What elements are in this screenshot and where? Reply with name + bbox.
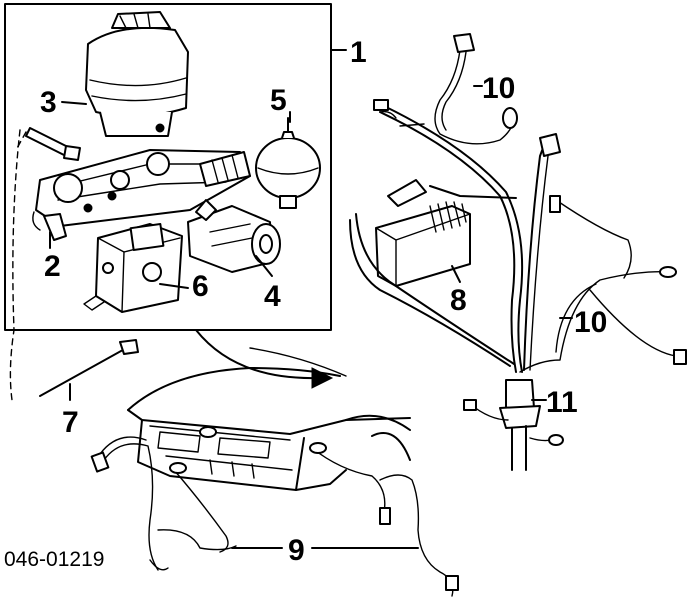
callout-5: 5 xyxy=(270,84,287,117)
callout-4: 4 xyxy=(264,280,281,313)
accumulator xyxy=(255,117,321,209)
diagram-code: 046-01219 xyxy=(4,548,104,571)
harness-grommet xyxy=(463,379,564,471)
callout-9: 9 xyxy=(288,534,305,567)
inset-box-hydraulic-unit xyxy=(4,3,332,401)
main-wiring-harness xyxy=(349,99,687,373)
abs-control-unit xyxy=(375,179,471,287)
master-cylinder-assembly xyxy=(25,127,251,241)
wheel-speed-sensor-harness xyxy=(90,436,459,597)
sensor-rod xyxy=(39,339,139,401)
leader-3 xyxy=(61,101,87,105)
callout-3: 3 xyxy=(40,86,57,119)
brake-fluid-reservoir xyxy=(85,11,189,137)
vehicle-front-outline xyxy=(127,347,411,491)
callout-1: 1 xyxy=(350,36,367,69)
callout-10-top: 10 xyxy=(482,72,515,105)
callout-10-right: 10 xyxy=(574,306,607,339)
location-arrow xyxy=(195,329,334,389)
sensor-lead-top xyxy=(399,33,518,145)
callout-7: 7 xyxy=(62,406,79,439)
pump-motor xyxy=(187,199,281,277)
abs-actuator xyxy=(83,223,189,313)
callout-11: 11 xyxy=(546,386,578,419)
callout-2: 2 xyxy=(44,250,61,283)
callout-6: 6 xyxy=(192,270,209,303)
callout-8: 8 xyxy=(450,284,467,317)
